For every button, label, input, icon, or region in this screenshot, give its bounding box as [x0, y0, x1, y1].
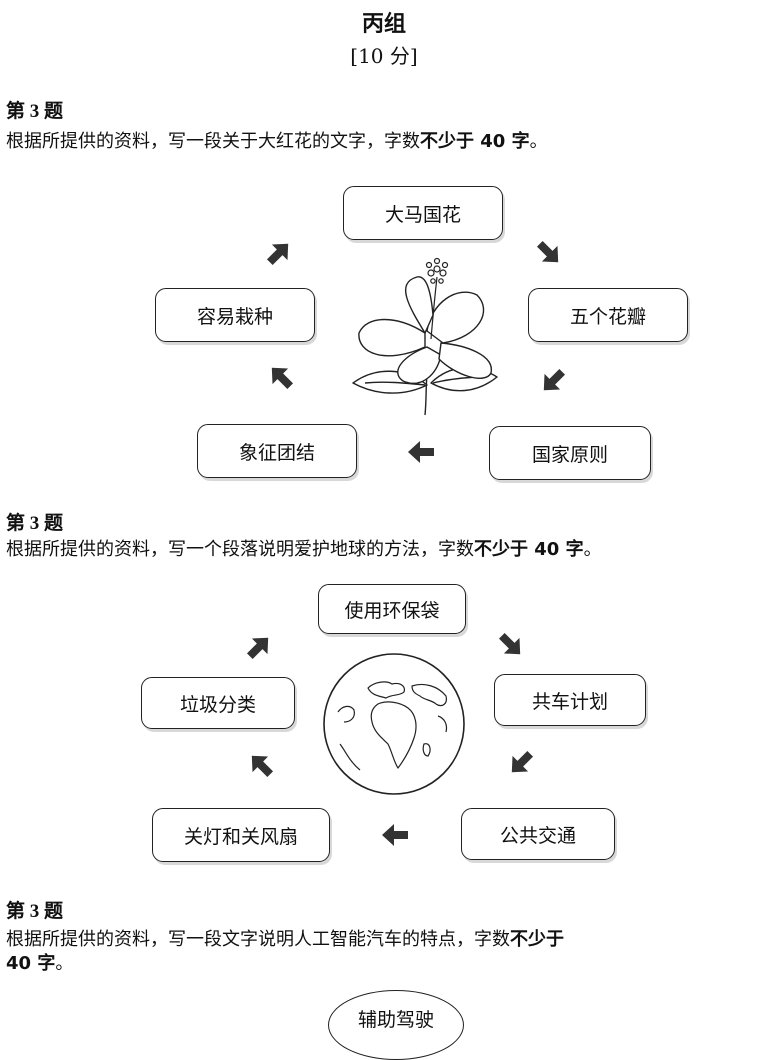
arrow-icon: [532, 360, 574, 402]
q1-box-right: 五个花瓣: [528, 288, 688, 342]
q2-box-bottom-left: 关灯和关风扇: [152, 808, 330, 862]
arrow-icon: [240, 744, 282, 786]
q3-instruction-c: 。: [55, 953, 74, 974]
q1-instruction-c: 。: [529, 131, 548, 152]
q1-box-bottom-left: 象征团结: [197, 424, 357, 478]
q2-instruction-b: 不少于 40 字: [474, 539, 584, 560]
hibiscus-illustration: [345, 255, 505, 420]
q3-instruction-line2: 40 字。: [6, 952, 73, 976]
q1-instruction-b: 不少于 40 字: [420, 131, 530, 152]
q3-instruction-a: 根据所提供的资料，写一段文字说明人工智能汽车的特点，字数: [6, 929, 510, 950]
q1-instruction-a: 根据所提供的资料，写一段关于大红花的文字，字数: [6, 131, 420, 152]
q2-instruction-c: 。: [583, 539, 602, 560]
q3-instruction: 根据所提供的资料，写一段文字说明人工智能汽车的特点，字数不少于: [6, 928, 564, 952]
q2-box-bottom-right: 公共交通: [461, 808, 615, 860]
q2-box-left: 垃圾分类: [141, 677, 295, 729]
q3-instruction-b: 不少于: [510, 929, 564, 950]
q3-title: 第 3 题: [6, 901, 64, 922]
section-score: [10 分]: [350, 44, 418, 68]
q2-instruction-a: 根据所提供的资料，写一个段落说明爱护地球的方法，字数: [6, 539, 474, 560]
arrow-icon: [406, 437, 436, 467]
globe-illustration: [320, 652, 468, 796]
q1-box-top: 大马国花: [343, 186, 503, 240]
section-title: 丙组: [361, 12, 406, 37]
q1-instruction: 根据所提供的资料，写一段关于大红花的文字，字数不少于 40 字。: [6, 130, 548, 154]
q1-title: 第 3 题: [6, 101, 64, 122]
arrow-icon: [380, 820, 410, 850]
arrow-icon: [238, 626, 280, 668]
q1-box-left: 容易栽种: [155, 288, 315, 342]
arrow-icon: [258, 232, 300, 274]
q3-box-top-label: 辅助驾驶: [357, 1009, 434, 1031]
q1-box-bottom-right: 国家原则: [489, 426, 651, 480]
q2-title: 第 3 题: [6, 513, 64, 534]
arrow-icon: [500, 742, 542, 784]
q3-instruction-count: 40 字: [6, 953, 56, 974]
arrow-icon: [490, 624, 532, 666]
q2-box-right: 共车计划: [494, 674, 646, 726]
q2-box-top: 使用环保袋: [318, 584, 466, 634]
q2-instruction: 根据所提供的资料，写一个段落说明爱护地球的方法，字数不少于 40 字。: [6, 538, 602, 562]
q3-box-top: 辅助驾驶: [328, 990, 464, 1060]
arrow-icon: [528, 232, 570, 274]
arrow-icon: [260, 356, 302, 398]
